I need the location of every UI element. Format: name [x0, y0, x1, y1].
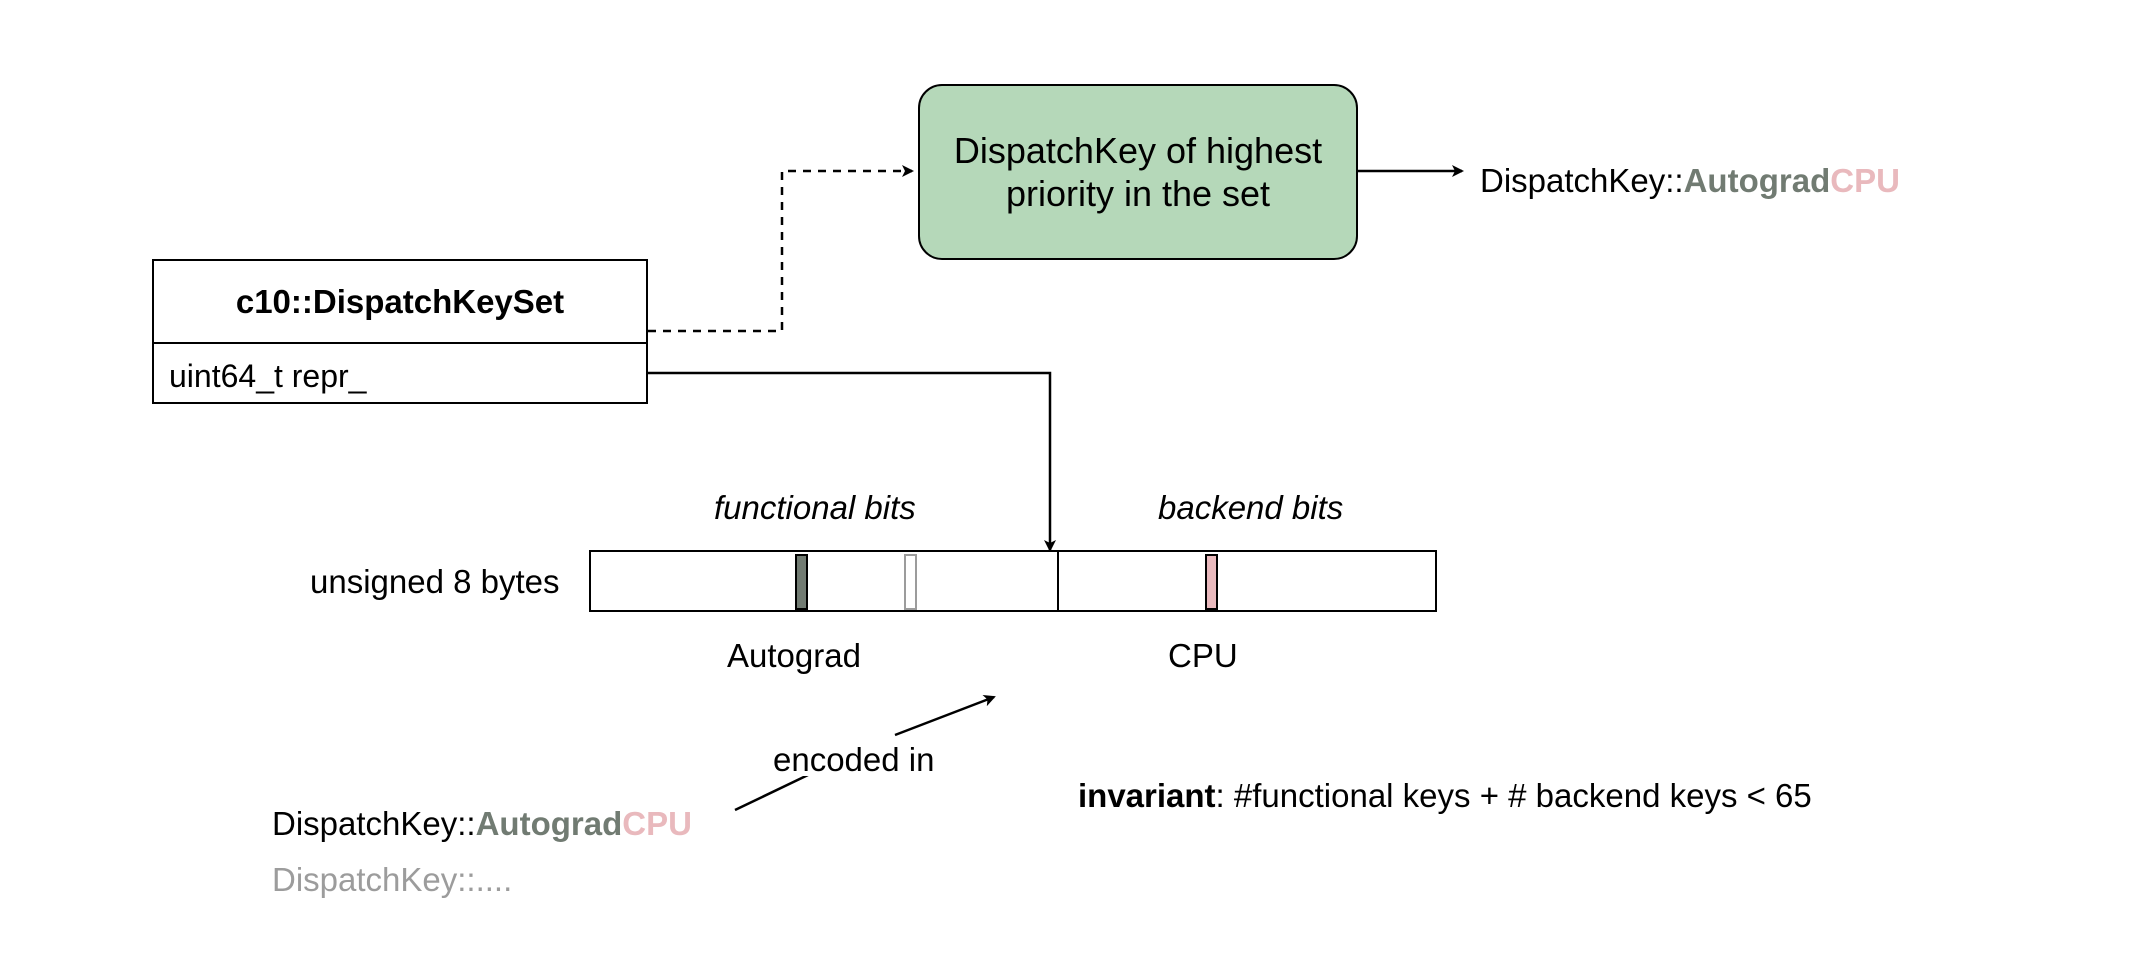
encoded-key-prefix: DispatchKey::	[272, 805, 476, 842]
backend-bits-header: backend bits	[1158, 489, 1344, 526]
invariant-label: invariant	[1078, 777, 1216, 814]
autograd-bit-label: Autograd	[727, 637, 861, 674]
encoded-dispatch-key: DispatchKey::AutogradCPU	[272, 807, 692, 840]
functional-bits-header: functional bits	[714, 489, 916, 526]
result-key-functional: Autograd	[1683, 162, 1831, 199]
encoded-key-functional: Autograd	[475, 805, 623, 842]
encoded-key-backend: CPU	[622, 805, 692, 842]
bitset-divider	[1057, 552, 1059, 610]
autograd-bit	[795, 554, 808, 610]
result-key-prefix: DispatchKey::	[1480, 162, 1684, 199]
more-dispatch-keys: DispatchKey::....	[272, 861, 513, 898]
highest-priority-box: DispatchKey of highest priority in the s…	[918, 84, 1358, 260]
class-field: uint64_t repr_	[169, 358, 367, 394]
dispatch-key-set-class-box: c10::DispatchKeySet uint64_t repr_	[152, 259, 648, 404]
invariant-text: : #functional keys + # backend keys < 65	[1215, 777, 1812, 814]
encoded-in-label: encoded in	[773, 741, 935, 778]
encoded-in-arrow	[734, 697, 994, 812]
result-dispatch-key: DispatchKey::AutogradCPU	[1480, 164, 1900, 197]
invariant-note: invariant: #functional keys + # backend …	[1078, 779, 1812, 812]
repr-connector-arrow	[648, 371, 1056, 552]
cpu-bit-label: CPU	[1168, 637, 1238, 674]
class-title: c10::DispatchKeySet	[154, 261, 646, 344]
bitset-row-label: unsigned 8 bytes	[310, 563, 560, 600]
result-key-backend: CPU	[1830, 162, 1900, 199]
cpu-bit	[1205, 554, 1218, 610]
dashed-connector-arrow	[648, 165, 914, 333]
bitset-bar	[589, 550, 1437, 612]
unset-functional-bit	[904, 554, 917, 610]
